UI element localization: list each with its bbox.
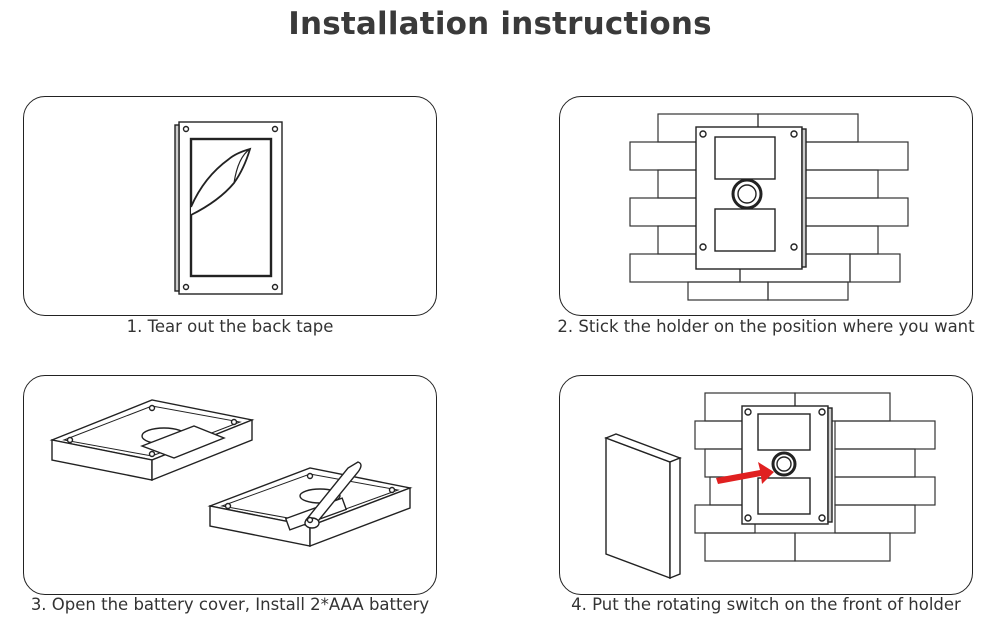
step-1-illustration-panel [23, 96, 437, 316]
battery-install-illustration [49, 399, 413, 548]
step-2-caption: 2. Stick the holder on the position wher… [557, 317, 975, 336]
step-1-caption: 1. Tear out the back tape [126, 317, 334, 336]
arrow-icon [716, 462, 774, 484]
step-3-illustration-panel [23, 375, 437, 595]
step-4-caption: 4. Put the rotating switch on the front … [571, 595, 961, 614]
step-4-illustration-panel [559, 375, 973, 595]
switch-mounting-illustration [604, 392, 936, 580]
step-3-caption: 3. Open the battery cover, Install 2*AAA… [30, 595, 430, 614]
holder-on-wall-illustration [629, 113, 909, 301]
page-title: Installation instructions [288, 6, 712, 42]
tape-removal-illustration [174, 121, 283, 295]
step-2-illustration-panel [559, 96, 973, 316]
